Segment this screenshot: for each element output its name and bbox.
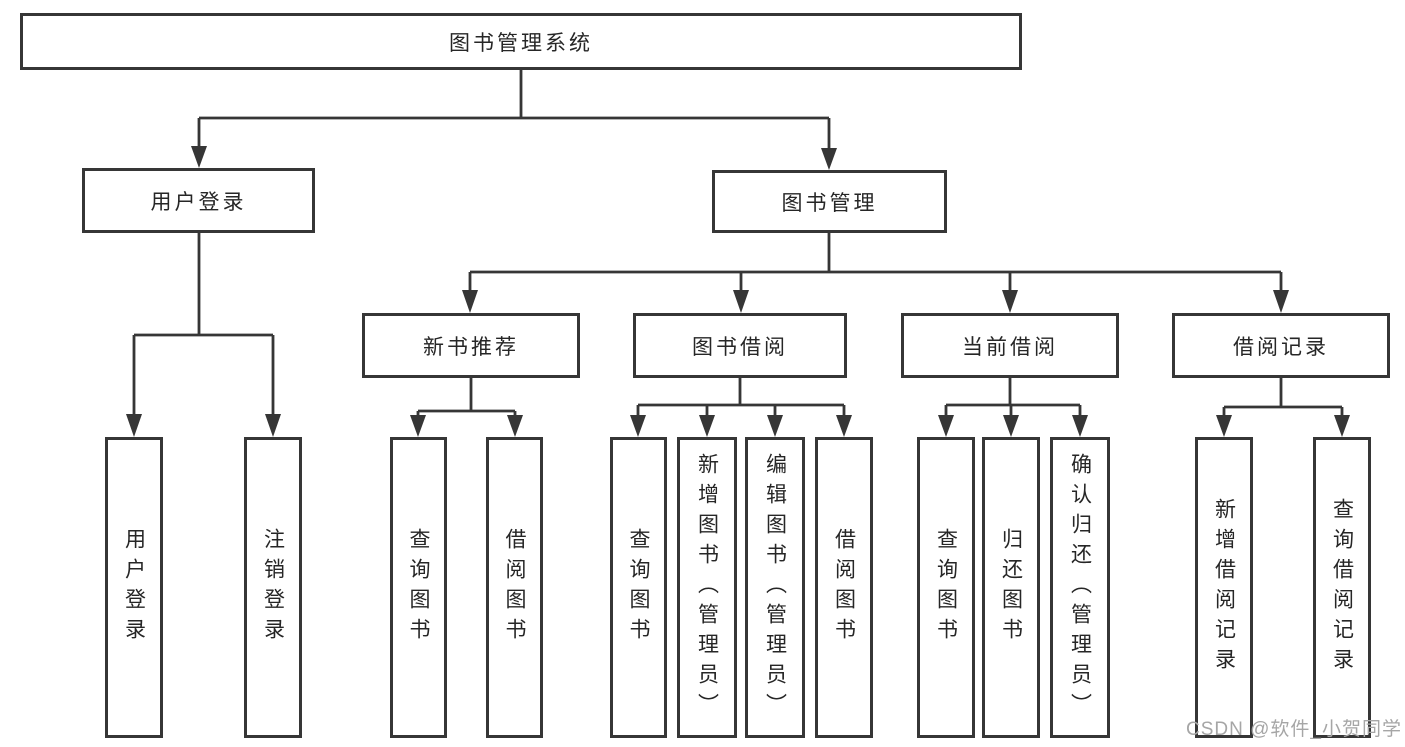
node-label: 注销登录 [261,527,285,648]
node-user-login: 用户登录 [82,168,315,233]
node-label: 查询图书 [934,527,958,648]
node-label: 查询图书 [407,527,430,648]
node-leaf-add-borrow-record: 新增借阅记录 [1195,437,1253,738]
node-new-book-recommend: 新书推荐 [362,313,580,378]
node-leaf-logout: 注销登录 [244,437,302,738]
node-label: 借阅图书 [503,527,526,648]
node-label: 用户登录 [150,190,247,214]
node-label: 借阅图书 [832,527,856,648]
node-book-borrow: 图书借阅 [633,313,847,378]
node-label: 新增图书（管理员） [695,452,719,723]
node-leaf-borrow-books-2: 借阅图书 [815,437,873,738]
watermark: CSDN @软件_小贺同学 [1186,719,1402,740]
node-leaf-user-login: 用户登录 [105,437,163,738]
node-label: 借阅记录 [1233,335,1329,359]
node-borrow-records: 借阅记录 [1172,313,1390,378]
node-label: 查询借阅记录 [1330,497,1354,678]
node-leaf-query-books-3: 查询图书 [917,437,975,738]
node-leaf-confirm-return-admin: 确认归还（管理员） [1050,437,1110,738]
node-label: 编辑图书（管理员） [763,452,787,723]
node-leaf-query-books-1: 查询图书 [390,437,447,738]
node-label: 新书推荐 [423,335,519,359]
node-label: 图书管理 [781,191,878,215]
node-leaf-edit-book-admin: 编辑图书（管理员） [745,437,805,738]
node-label: 图书借阅 [692,335,788,359]
node-label: 确认归还（管理员） [1068,452,1092,723]
node-current-borrow: 当前借阅 [901,313,1119,378]
node-leaf-borrow-books-1: 借阅图书 [486,437,543,738]
node-label: 新增借阅记录 [1212,497,1236,678]
node-label: 查询图书 [627,527,650,648]
node-book-management: 图书管理 [712,170,947,233]
node-leaf-query-borrow-record: 查询借阅记录 [1313,437,1371,738]
node-label: 用户登录 [122,527,146,648]
node-label: 当前借阅 [962,335,1058,359]
node-root: 图书管理系统 [20,13,1022,70]
node-leaf-add-book-admin: 新增图书（管理员） [677,437,737,738]
node-leaf-query-books-2: 查询图书 [610,437,667,738]
node-leaf-return-book: 归还图书 [982,437,1040,738]
node-label: 图书管理系统 [449,31,593,55]
node-label: 归还图书 [999,527,1023,648]
